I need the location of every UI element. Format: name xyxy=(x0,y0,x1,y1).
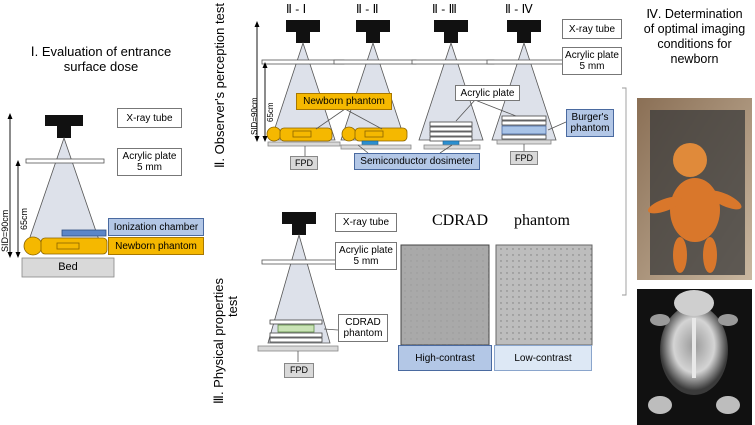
acrylic-plate xyxy=(25,158,105,164)
section2-acrylic-label-line1: Acrylic plate xyxy=(565,50,619,61)
section4-title-line4: newborn xyxy=(670,52,719,66)
section4-images xyxy=(622,87,752,425)
section3-acrylic-label-line2: 5 mm xyxy=(353,256,379,267)
section4-title-line2: of optimal imaging xyxy=(643,22,746,36)
subtest-label-2-2: Ⅱ - Ⅱ xyxy=(356,2,379,16)
section4-title: Ⅳ. Determination of optimal imaging cond… xyxy=(634,7,755,67)
burgers-phantom-label: Burger's phantom xyxy=(566,109,614,137)
ionization-chamber-label: Ionization chamber xyxy=(108,218,204,236)
section3-setup xyxy=(257,212,593,362)
section1-title-line2: surface dose xyxy=(63,59,139,74)
burgers-phantom-label-line2: phantom xyxy=(570,123,610,134)
phantom-heading: phantom xyxy=(514,212,570,229)
section3-xray-tube-label: X-ray tube xyxy=(335,213,397,232)
section2-sid-label: SID=90cm xyxy=(250,97,259,135)
section3-title: Ⅲ. Physical properties test xyxy=(211,209,240,404)
section2-fpd-label-left: FPD xyxy=(290,156,318,170)
section4-title-line1: Ⅳ. Determination xyxy=(646,7,743,21)
section2-65cm-label: 65cm xyxy=(266,102,275,122)
phantom-body xyxy=(40,237,108,255)
section2-xray-tube-label: X-ray tube xyxy=(562,19,622,39)
xray-beam xyxy=(27,136,101,244)
low-contrast-label: Low-contrast xyxy=(494,345,592,371)
section3-acrylic-label-line1: Acrylic plate xyxy=(339,245,393,256)
section2-fpd-label-right: FPD xyxy=(510,151,538,165)
section1-65cm-label: 65cm xyxy=(19,207,29,230)
section1-title: Ⅰ. Evaluation of entrance surface dose xyxy=(2,44,200,74)
bed xyxy=(21,257,115,278)
xray-tube-icon xyxy=(45,115,83,126)
subtest-label-2-4: Ⅱ - Ⅳ xyxy=(505,2,533,16)
section2-acrylic-label: Acrylic plate 5 mm xyxy=(562,47,622,75)
section1-newborn-phantom-label: Newborn phantom xyxy=(108,237,204,255)
subtest-label-2-1: Ⅱ - Ⅰ xyxy=(286,2,307,16)
section1-acrylic-label-line1: Acrylic plate xyxy=(122,151,177,162)
section1-sid-label: SID=90cm xyxy=(0,209,10,252)
section2-title: Ⅱ. Observer's perception test xyxy=(212,3,227,168)
ionization-chamber xyxy=(61,229,107,237)
section3-title-line2: test xyxy=(225,296,240,317)
subtest-label-2-3: Ⅱ - Ⅲ xyxy=(432,2,457,16)
bed-label: Bed xyxy=(58,261,78,273)
cdrad-heading: CDRAD xyxy=(432,212,489,229)
section4-title-line3: conditions for xyxy=(657,37,732,51)
section1-setup xyxy=(7,113,115,278)
cdrad-phantom-label-line2: phantom xyxy=(343,328,383,339)
cdrad-phantom-label-line1: CDRAD xyxy=(345,317,381,328)
section1-acrylic-label: Acrylic plate 5 mm xyxy=(117,148,182,176)
section3-title-line1: Ⅲ. Physical properties xyxy=(211,277,226,404)
phantom-head xyxy=(23,236,43,256)
semiconductor-dosimeter-label: Semiconductor dosimeter xyxy=(354,153,480,170)
high-contrast-label: High-contrast xyxy=(398,345,492,371)
section3-acrylic-label: Acrylic plate 5 mm xyxy=(335,242,397,270)
section1-xray-tube-label: X-ray tube xyxy=(117,108,182,128)
section1-title-line1: Ⅰ. Evaluation of entrance xyxy=(30,44,172,59)
section2-newborn-phantom-label: Newborn phantom xyxy=(296,93,392,110)
cdrad-phantom-label: CDRAD phantom xyxy=(338,314,388,342)
section2-acrylic-label-line2: 5 mm xyxy=(579,61,605,72)
section1-acrylic-label-line2: 5 mm xyxy=(137,162,162,173)
burgers-phantom-label-line1: Burger's xyxy=(571,112,609,123)
acrylic-plate-callout: Acrylic plate xyxy=(455,85,520,101)
section3-fpd-label: FPD xyxy=(284,363,314,378)
